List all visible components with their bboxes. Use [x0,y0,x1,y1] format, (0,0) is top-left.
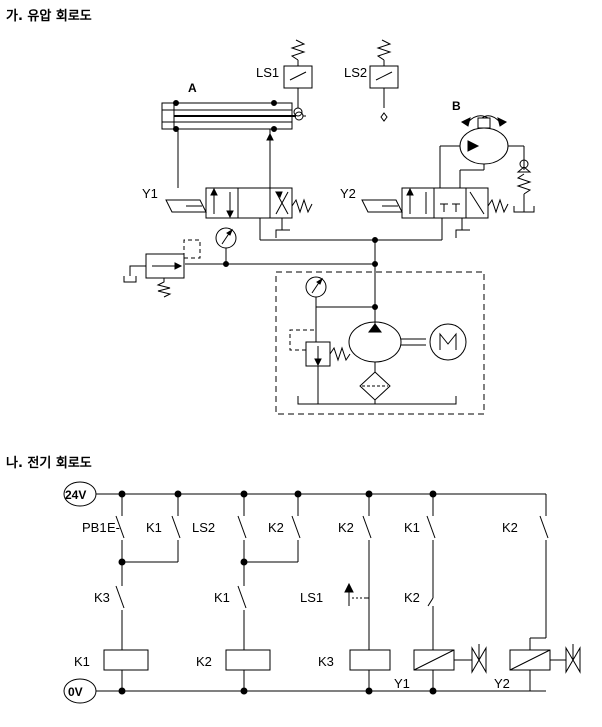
contact-k1-a: K1 [146,520,162,535]
y1-valve-label: Y1 [142,186,158,201]
contact-ls1: LS1 [300,590,323,605]
pressure-gauge-2 [305,276,327,342]
limit-switch-ls2 [369,39,399,122]
hydraulic-pump [348,321,426,372]
coil-k3: K3 [318,654,334,669]
filter [359,371,391,404]
rung-5 [509,494,581,692]
cylinder-a [161,100,306,132]
rung-4 [413,494,487,691]
ls1-label: LS1 [256,65,279,80]
contact-k2-a: K2 [268,520,284,535]
supply-0v-label: 0V [68,685,83,699]
tank [297,396,457,405]
contact-k2-c: K2 [502,520,518,535]
coil-y2: Y2 [494,676,510,691]
electric-circuit-title: 나. 전기 회로도 [6,456,92,471]
coil-y1: Y1 [394,676,410,691]
directional-valve-y2 [361,187,509,219]
hydraulic-lines [177,129,485,325]
contact-k1-b: K1 [404,520,420,535]
electric-motor [429,323,467,361]
limit-switch-ls1 [283,39,313,117]
motor-label: B [452,99,461,113]
hydraulic-motor-b [459,115,535,213]
contact-k1-c: K1 [214,590,230,605]
cylinder-label: A [188,81,197,95]
hydraulic-circuit-title: 가. 유압 회로도 [6,9,92,24]
contact-ls2: LS2 [192,520,215,535]
ls2-label: LS2 [344,65,367,80]
directional-valve-y1 [165,187,313,219]
contact-pb1: PB1 [82,520,107,535]
pb1-actuator: E- [107,520,120,535]
rung-3 [344,494,391,691]
supply-0v [63,678,546,704]
pressure-gauge-1 [215,227,237,264]
rung-1 [103,494,181,691]
coil-k1: K1 [74,654,90,669]
y2-valve-label: Y2 [340,186,356,201]
rung-2 [225,494,301,691]
electric-circuit: 24V 0V PB1 E- [63,481,581,704]
contact-k2-d: K2 [404,590,420,605]
supply-24v-label: 24V [65,488,86,502]
hydraulic-circuit: A LS1 LS2 [123,39,535,415]
relief-valve-1 [123,239,201,298]
relief-valve-2 [289,329,351,404]
contact-k2-b: K2 [338,520,354,535]
contact-k3: K3 [94,590,110,605]
coil-k2: K2 [196,654,212,669]
power-unit-boundary [275,271,485,415]
supply-24v [63,481,546,507]
